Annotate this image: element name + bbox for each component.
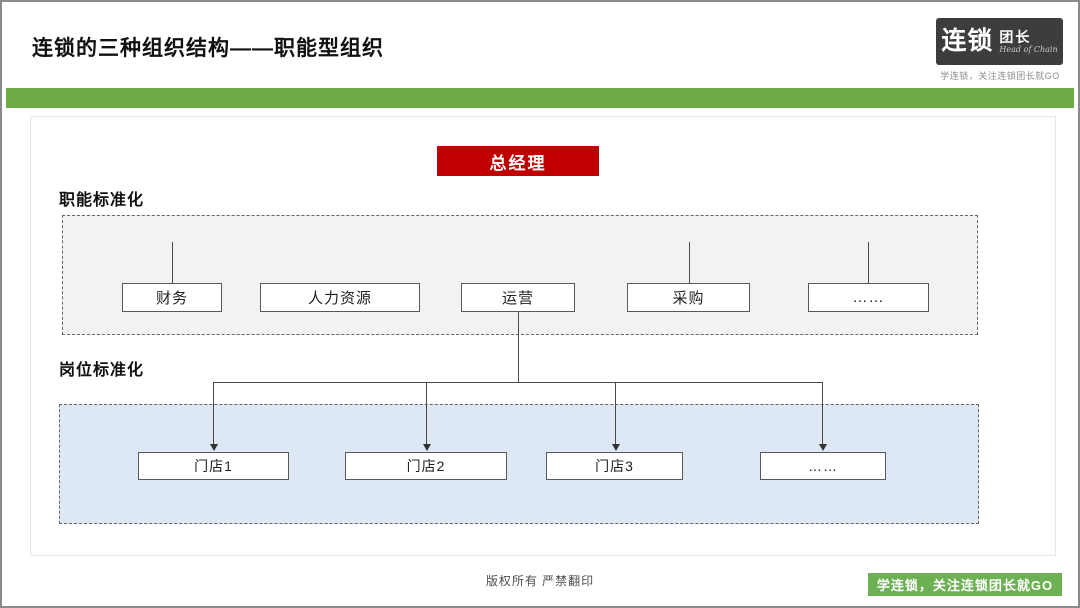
arrow-down-icon — [210, 444, 218, 451]
connector-drop — [213, 382, 214, 444]
org-node-store-3: 门店3 — [546, 452, 683, 480]
connector-drop — [615, 382, 616, 444]
copyright-notice: 版权所有 严禁翻印 — [485, 574, 595, 588]
connector-drop — [822, 382, 823, 444]
arrow-down-icon — [612, 444, 620, 451]
section-label-functional: 职能标准化 — [59, 192, 145, 209]
connector-stub — [172, 242, 173, 284]
org-node-hr: 人力资源 — [260, 283, 420, 312]
org-node-ellipsis: …… — [808, 283, 929, 312]
org-node-store-1: 门店1 — [138, 452, 289, 480]
arrow-down-icon — [819, 444, 827, 451]
section-label-position: 岗位标准化 — [59, 362, 145, 379]
slide-title: 连锁的三种组织结构——职能型组织 — [32, 37, 384, 60]
promo-badge: 学连锁，关注连锁团长就GO — [868, 573, 1062, 596]
connector-stub — [689, 242, 690, 284]
arrow-down-icon — [423, 444, 431, 451]
connector-crossbar — [213, 382, 822, 383]
logo-script-text: Head of Chain — [999, 44, 1058, 54]
logo-secondary-text: 团长 — [999, 28, 1032, 45]
brand-logo: 连锁 团长 Head of Chain — [936, 18, 1063, 65]
org-node-finance: 财务 — [122, 283, 222, 312]
org-node-procurement: 采购 — [627, 283, 750, 312]
title-divider-bar — [6, 88, 1074, 108]
org-node-store-2: 门店2 — [345, 452, 507, 480]
connector-trunk — [518, 312, 519, 383]
logo-tagline: 学连锁，关注连锁团长就GO — [940, 71, 1060, 81]
org-root-node: 总经理 — [437, 146, 599, 176]
logo-right-block: 团长 Head of Chain — [999, 30, 1057, 54]
logo-primary-text: 连锁 — [941, 27, 994, 55]
functional-panel — [62, 215, 978, 335]
org-node-operations: 运营 — [461, 283, 575, 312]
connector-stub — [868, 242, 869, 284]
org-node-store-ellipsis: …… — [760, 452, 886, 480]
connector-drop — [426, 382, 427, 444]
